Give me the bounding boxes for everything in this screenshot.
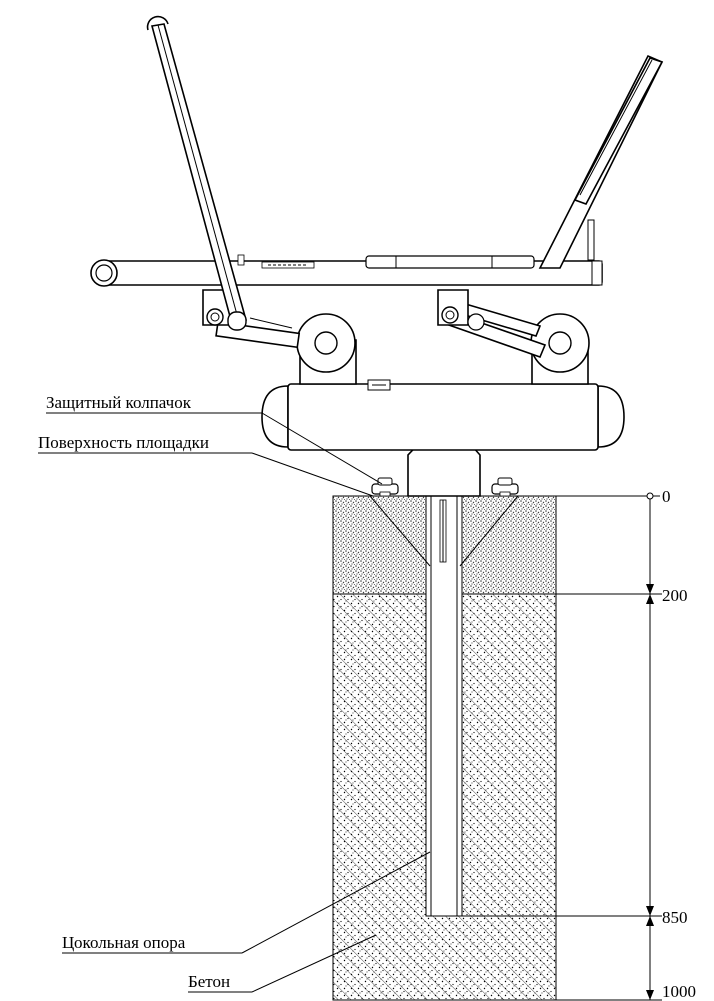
wheel-left xyxy=(296,313,357,385)
dim-200: 200 xyxy=(662,586,688,605)
leaders xyxy=(38,412,431,993)
dim-0: 0 xyxy=(662,487,671,506)
foundation xyxy=(332,495,557,1001)
protective-cap-label: Защитный колпачок xyxy=(46,393,192,412)
cylinder-body xyxy=(261,379,625,451)
wheel-right xyxy=(530,313,590,385)
protective-cap-right xyxy=(491,477,519,497)
base-support-label: Цокольная опора xyxy=(62,933,186,952)
linkage xyxy=(202,289,547,359)
dimension-lines xyxy=(462,492,662,1001)
backrest xyxy=(538,54,664,269)
concrete-label: Бетон xyxy=(188,972,230,991)
protective-cap-left xyxy=(371,477,399,497)
dim-1000: 1000 xyxy=(662,982,696,1001)
handle-pole xyxy=(146,15,247,331)
surface-label: Поверхность площадки xyxy=(38,433,209,452)
dim-850: 850 xyxy=(662,908,688,927)
base-pillar xyxy=(425,495,463,917)
main-tube xyxy=(90,254,603,287)
